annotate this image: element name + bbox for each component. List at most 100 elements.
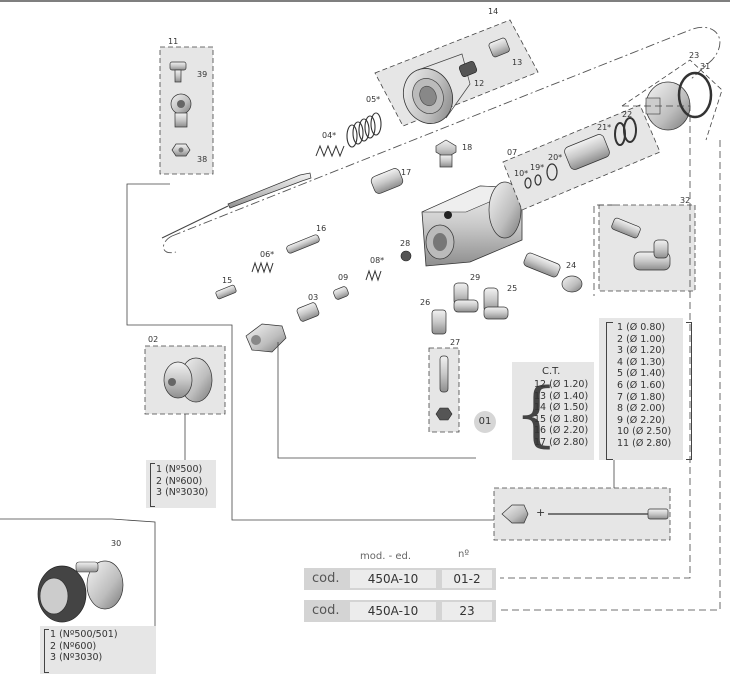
nozzle-size-item: 5 (Ø 1.40) [617,368,666,380]
label-22: 22 [622,110,632,119]
model-30-item: 2 (Nº600) [50,640,97,652]
nozzle-size-item: 6 (Ø 1.60) [617,379,666,391]
cod-model: 450A-10 [350,602,436,620]
fitting-17-icon [370,168,404,194]
models-30-bracket [44,629,49,673]
plug-18-icon [435,139,457,168]
cod-number: 23 [442,602,492,620]
nozzle-bracket-right [686,322,692,460]
models-02-box [146,460,216,508]
ct-item: 17 (Ø 2.80) [534,436,589,448]
label-04: 04* [322,131,336,140]
cod-row-2: cod. 450A-10 23 [304,600,496,622]
banjo-fitting-icon [170,93,192,128]
ct-item: 16 (Ø 2.20) [534,425,589,437]
model-30-item: 1 (Nº500/501) [50,629,118,640]
nozzle-size-item: 11 (Ø 2.80) [617,437,672,449]
assembly-axis-line [171,26,721,237]
label-39: 39 [197,70,207,79]
screw-39-icon [169,61,187,83]
elbow-25-icon [483,287,509,320]
nozzle-size-item: 7 (Ø 1.80) [617,391,666,403]
label-38: 38 [197,155,207,164]
header-n: nº [458,549,470,560]
nozzle-size-box [599,318,683,460]
ct-list: 12 (Ø 1.20)13 (Ø 1.40)14 (Ø 1.50)15 (Ø 1… [534,379,588,449]
screw-27-icon [439,355,449,393]
label-31: 31 [700,62,710,71]
label-02: 02 [148,335,158,344]
needle-icon [161,172,312,239]
label-12: 12 [474,79,484,88]
fitting-32a-icon [611,217,641,239]
nozzle-size-item: 8 (Ø 2.00) [617,403,666,415]
spring-05-icon [346,112,382,148]
ct-brace: { [514,373,559,455]
pin-16-icon [286,234,320,254]
ct-item: 12 (Ø 1.20) [534,379,589,390]
label-27: 27 [450,338,460,347]
model-02-item: 1 (Nº500) [156,464,203,475]
ct-box [512,362,594,460]
knurled-knob-13-icon [488,37,510,58]
screw-15-icon [215,284,237,300]
hex-nut-38-icon [171,143,191,157]
label-15: 15 [222,276,232,285]
model-30-item: 3 (Nº3030) [50,652,103,664]
fitting-26-icon [431,309,447,335]
o-ring-21-icon [614,117,637,146]
cod-row-1: cod. 450A-10 01-2 [304,568,496,590]
label-10: 10* [514,169,528,178]
models-30-list: 1 (Nº500/501)2 (Nº600)3 (Nº3030) [50,629,118,664]
label-21: 21* [597,123,611,132]
group-30-bracket-line [0,518,156,655]
label-11: 11 [168,37,178,46]
label-14: 14 [488,7,498,16]
label-30: 30 [111,539,121,548]
label-24: 24 [566,261,576,270]
knurled-screw-12-icon [458,61,478,77]
pin-09-icon [333,286,349,300]
nozzle-tip-icon [501,504,529,524]
label-23: 23 [689,51,699,60]
group-box-32 [598,204,696,292]
nozzle-size-item: 3 (Ø 1.20) [617,345,666,357]
cod-number: 01-2 [442,570,492,588]
ball-28-icon [400,250,412,262]
nozzle-size-item: 2 (Ø 1.00) [617,333,666,345]
nozzle-size-item: 4 (Ø 1.30) [617,356,666,368]
label-28: 28 [400,239,410,248]
label-06: 06* [260,250,274,259]
cod-model: 450A-10 [350,570,436,588]
models-30-box [40,626,156,674]
nozzle-size-item: 9 (Ø 2.20) [617,414,666,426]
nut-27-icon [435,407,453,421]
label-17: 17 [401,168,411,177]
label-05: 05* [366,95,380,104]
group-box-14 [374,19,539,127]
label-07: 07 [507,148,517,157]
o-rings-icon [524,163,558,189]
air-cap-02-icon [163,357,213,403]
label-20: 20* [548,153,562,162]
air-cap-ring-icon [402,53,471,124]
header-mod-ed: mod. - ed. [360,551,412,562]
nozzle-bracket [606,322,613,460]
label-13: 13 [512,58,522,67]
models-02-bracket [150,463,155,507]
air-cap-30-icon [37,560,124,623]
gun-body-icon [421,181,523,267]
spring-04-icon [315,144,345,158]
nozzle-size-item: 1 (Ø 0.80) [617,322,666,333]
ct-item: 13 (Ø 1.40) [534,390,589,402]
label-32: 32 [680,196,690,205]
ct-title: C.T. [542,366,561,377]
model-02-item: 3 (Nº3030) [156,487,209,499]
plus-sign: + [536,506,546,519]
needle-small-icon [548,508,669,520]
label-26: 26 [420,298,430,307]
ct-item: 15 (Ø 1.80) [534,413,589,425]
group-box-23 [621,59,723,141]
spring-06-icon [251,261,274,274]
